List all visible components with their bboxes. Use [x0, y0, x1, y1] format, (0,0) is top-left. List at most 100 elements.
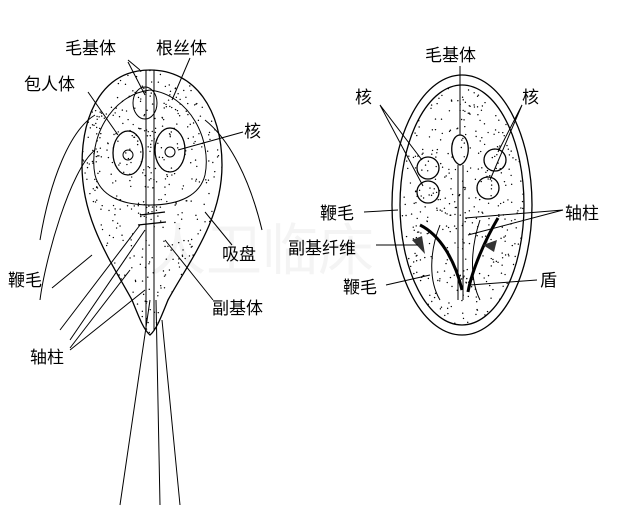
stipple-dot	[190, 89, 192, 92]
stipple-dot	[180, 73, 182, 75]
stipple-dot	[521, 200, 524, 203]
stipple-dot	[122, 337, 123, 338]
stipple-dot	[505, 123, 507, 126]
stipple-dot	[195, 178, 198, 180]
stipple-dot	[117, 140, 119, 142]
stipple-dot	[404, 273, 407, 275]
stipple-dot	[139, 100, 142, 103]
stipple-dot	[201, 146, 203, 148]
stipple-dot	[84, 76, 87, 79]
stipple-dot	[181, 255, 184, 258]
stipple-dot	[526, 86, 527, 87]
stipple-dot	[143, 87, 145, 90]
stipple-dot	[217, 155, 220, 157]
stipple-dot	[430, 194, 433, 197]
stipple-dot	[188, 316, 191, 319]
stipple-dot	[418, 126, 420, 128]
stipple-dot	[487, 274, 490, 277]
stipple-dot	[445, 262, 447, 265]
stipple-dot	[177, 147, 179, 149]
stipple-dot	[483, 277, 485, 279]
stipple-dot	[169, 105, 171, 108]
stipple-dot	[477, 94, 480, 96]
stipple-dot	[408, 155, 410, 157]
stipple-dot	[143, 130, 146, 132]
stipple-dot	[220, 332, 222, 335]
stipple-dot	[96, 151, 99, 153]
stipple-dot	[507, 148, 510, 150]
stipple-dot	[409, 315, 411, 317]
stipple-dot	[191, 148, 193, 150]
stipple-dot	[432, 316, 435, 318]
stipple-dot	[463, 142, 466, 144]
label-cyst-basal-body: 毛基体	[425, 46, 476, 66]
stipple-dot	[527, 137, 528, 138]
stipple-dot	[441, 210, 443, 212]
stipple-dot	[103, 117, 106, 119]
stipple-dot	[125, 314, 128, 316]
stipple-dot	[508, 255, 510, 257]
stipple-dot	[174, 87, 177, 89]
stipple-dot	[446, 213, 448, 215]
stipple-dot	[154, 131, 157, 134]
stipple-dot	[504, 240, 506, 242]
stipple-dot	[218, 206, 220, 208]
stipple-dot	[436, 148, 439, 151]
stipple-dot	[474, 178, 477, 181]
stipple-dot	[82, 75, 83, 77]
stipple-dot	[165, 68, 166, 69]
stipple-dot	[179, 98, 181, 101]
stipple-dot	[520, 141, 523, 143]
stipple-dot	[134, 316, 136, 318]
stipple-dot	[150, 172, 152, 174]
stipple-dot	[185, 96, 187, 99]
stipple-dot	[426, 220, 429, 223]
stipple-dot	[188, 255, 191, 257]
stipple-dot	[515, 314, 518, 317]
stipple-dot	[91, 106, 93, 108]
stipple-dot	[157, 142, 159, 145]
disc-left	[93, 89, 151, 206]
stipple-dot	[98, 258, 100, 261]
stipple-dot	[130, 304, 132, 307]
stipple-dot	[504, 324, 506, 325]
stipple-dot	[201, 336, 202, 337]
stipple-dot	[504, 273, 506, 276]
stipple-dot	[414, 190, 417, 193]
stipple-dot	[418, 106, 420, 109]
stipple-dot	[184, 257, 186, 260]
stipple-dot	[175, 315, 177, 317]
stipple-dot	[521, 254, 524, 257]
stipple-dot	[158, 199, 160, 201]
stipple-dot	[180, 218, 183, 220]
stipple-dot	[445, 225, 448, 227]
stipple-dot	[492, 261, 495, 263]
stipple-dot	[487, 178, 489, 180]
stipple-dot	[416, 309, 419, 311]
stipple-dot	[479, 119, 481, 122]
stipple-dot	[460, 278, 463, 280]
stipple-dot	[216, 156, 219, 158]
stipple-dot	[97, 172, 99, 175]
stipple-dot	[90, 304, 93, 306]
stipple-dot	[95, 126, 98, 129]
stipple-dot	[202, 75, 204, 78]
stipple-dot	[90, 274, 92, 277]
stipple-dot	[468, 112, 471, 114]
stipple-dot	[103, 68, 104, 69]
cytoplasm-stipple	[82, 68, 222, 338]
stipple-dot	[148, 205, 150, 207]
stipple-dot	[493, 133, 495, 135]
stipple-dot	[107, 156, 110, 159]
stipple-dot	[141, 85, 144, 87]
stipple-dot	[88, 267, 90, 269]
stipple-dot	[412, 156, 415, 159]
stipple-dot	[198, 133, 200, 135]
stipple-dot	[168, 269, 171, 271]
nucleolus-left	[122, 149, 134, 161]
stipple-dot	[508, 168, 510, 170]
cyst-nucleus-3	[483, 148, 507, 172]
stipple-dot	[131, 134, 133, 137]
stipple-dot	[86, 166, 89, 169]
stipple-dot	[415, 260, 418, 262]
